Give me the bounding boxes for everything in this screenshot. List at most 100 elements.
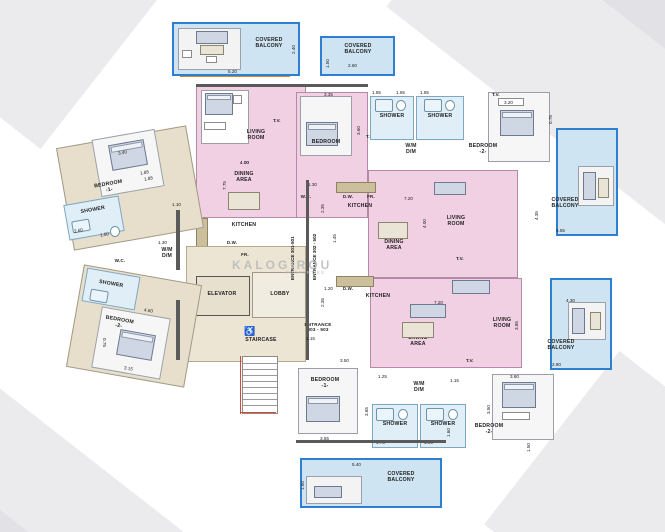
dim-top-left-240: 2.40 xyxy=(291,45,296,54)
table-right-upper xyxy=(598,178,609,198)
dim-bottom-125: 1.25 xyxy=(378,374,387,379)
wardrobe-bottom-right xyxy=(502,412,530,420)
watermark-logo: KALOGIROU xyxy=(232,258,333,272)
chair-top-left-a xyxy=(182,50,192,58)
dim-top-185b: 1.85 xyxy=(420,90,429,95)
watermark-sub: PROPERTIES xyxy=(286,270,325,275)
label-bedroom-bottom-right: BEDROOM -2- xyxy=(474,423,504,435)
kitchen-counter-lower xyxy=(336,276,374,287)
wall-left-corridor-2 xyxy=(176,300,180,360)
dim-lower-385: 3.85 xyxy=(514,321,519,330)
label-shower-bottom-a: SHOWER xyxy=(382,421,408,427)
dim-center-225: 2.35 xyxy=(319,204,325,213)
dim-bottom-365: 3.65 xyxy=(364,407,369,416)
bed-upper-center xyxy=(306,122,338,146)
bed-upper-left xyxy=(205,93,233,115)
bed-bottom-center xyxy=(306,396,340,422)
dim-lower-720: 7.20 xyxy=(434,300,443,305)
label-living-room-center-right: LIVING ROOM xyxy=(446,215,466,227)
label-shower-bottom-b: SHOWER xyxy=(430,421,456,427)
dim-upper-right-320: 3.20 xyxy=(504,100,513,105)
label-dw-lower: D.W. xyxy=(342,286,354,291)
dim-top-left-520: 5.20 xyxy=(228,69,237,74)
label-wc-left: W.C. xyxy=(114,258,126,263)
wall-bottom-horiz xyxy=(296,440,446,443)
label-bedroom-bottom-center: BEDROOM -1- xyxy=(310,377,340,389)
label-covered-balcony-top-right: COVERED BALCONY xyxy=(344,43,372,55)
lobby-area xyxy=(252,272,306,318)
dim-bottom-right-350: 3.50 xyxy=(486,405,491,414)
label-shower-top-b: SHOWER xyxy=(427,113,453,119)
dim-upper-335: 3.35 xyxy=(324,92,333,97)
label-fr-center: FR. xyxy=(367,194,375,199)
sofa-lower-right-b xyxy=(410,304,446,318)
wall-left-corridor xyxy=(176,210,180,270)
dim-upper-775: 7.75 xyxy=(222,181,227,190)
label-dw-center: D.W. xyxy=(342,194,354,199)
wc-fixture-top-a xyxy=(396,100,406,111)
label-dw-core: D.W. xyxy=(226,240,238,245)
dim-center-400: 4.00 xyxy=(422,219,427,228)
tv-label-center-right: T.V. xyxy=(456,256,464,261)
label-shower-top-a: SHOWER xyxy=(379,113,405,119)
tub-bottom-a xyxy=(376,408,394,421)
label-wm-left: W/M D/M xyxy=(161,247,173,259)
label-elevator: ELEVATOR xyxy=(207,291,237,297)
label-wm-bottom: W/M D/M xyxy=(413,381,425,393)
label-staircase: STAIRCASE xyxy=(245,337,277,343)
dim-center-145: 1.45 xyxy=(331,234,337,243)
dining-table-center-right xyxy=(378,222,408,239)
dim-right-435: 4.35 xyxy=(534,211,539,220)
dim-bottom-115: 1.15 xyxy=(450,378,459,383)
dim-bottom-right-360: 3.60 xyxy=(510,374,519,379)
dim-lower-160: 1.60 xyxy=(445,428,451,437)
wardrobe-upper-right xyxy=(498,98,524,106)
chair-top-left-b xyxy=(206,56,217,63)
bed-bottom-right xyxy=(502,382,536,408)
dim-left-110: 1.10 xyxy=(172,202,181,207)
label-bedroom-upper-center: BEDROOM xyxy=(311,139,341,145)
kitchen-counter-center xyxy=(336,182,376,193)
label-kitchen-upper: KITCHEN xyxy=(231,222,257,228)
tv-label-lower-right: T.V. xyxy=(466,358,474,363)
accessible-icon: ♿ xyxy=(244,326,256,336)
sofa-right-upper xyxy=(583,172,596,200)
label-kitchen-center: KITCHEN xyxy=(347,203,373,209)
wardrobe-upper-left xyxy=(204,122,226,130)
label-entrance-303-503: ENTRANCE 303 - 503 xyxy=(304,322,332,333)
tv-label-upper-left: T.V. xyxy=(273,118,281,123)
sofa-lower-right xyxy=(452,280,490,294)
dim-left-075: 0.75 xyxy=(101,338,107,347)
dining-table-lower-right xyxy=(402,322,434,338)
tub-top-a xyxy=(375,99,393,112)
dim-center-130: 1.30 xyxy=(308,182,317,187)
elevator[interactable] xyxy=(196,276,250,316)
label-dining-center-right: DINING AREA xyxy=(384,239,404,251)
nightstand-upper-left xyxy=(233,95,242,104)
wc-fixture-bottom-b xyxy=(448,409,458,420)
label-fr-core: FR. xyxy=(241,252,249,257)
tub-top-b xyxy=(424,99,442,112)
dim-center-115: 1.15 xyxy=(306,336,315,341)
dimline-top-left xyxy=(180,76,290,77)
apartment-lower-right xyxy=(370,278,522,368)
staircase[interactable] xyxy=(242,356,278,414)
label-dining-lower-right: DINING AREA xyxy=(408,335,428,347)
label-living-room-upper: LIVING ROOM xyxy=(246,129,266,141)
label-wc-core: W.C. xyxy=(296,194,316,199)
label-covered-balcony-top-left: COVERED BALCONY xyxy=(255,37,283,49)
label-kitchen-lower: KITCHEN xyxy=(365,293,391,299)
dim-upper-right-075: 0.75 xyxy=(548,115,553,124)
dim-left-400: 4.00 xyxy=(240,160,249,165)
dining-table-upper xyxy=(228,192,260,210)
table-right-lower xyxy=(590,312,601,330)
dim-upper-400: 4.00 xyxy=(240,160,249,165)
sofa-right-lower xyxy=(572,308,585,334)
tv-label-upper-center: T.V. xyxy=(366,134,374,139)
wc-fixture-bottom-a xyxy=(398,409,408,420)
table-top-left xyxy=(200,45,224,55)
dim-right-430: 4.30 xyxy=(566,298,575,303)
dim-center-120: 1.20 xyxy=(324,286,333,291)
dim-center-720: 7.20 xyxy=(404,196,413,201)
sofa-center-right xyxy=(434,182,466,195)
